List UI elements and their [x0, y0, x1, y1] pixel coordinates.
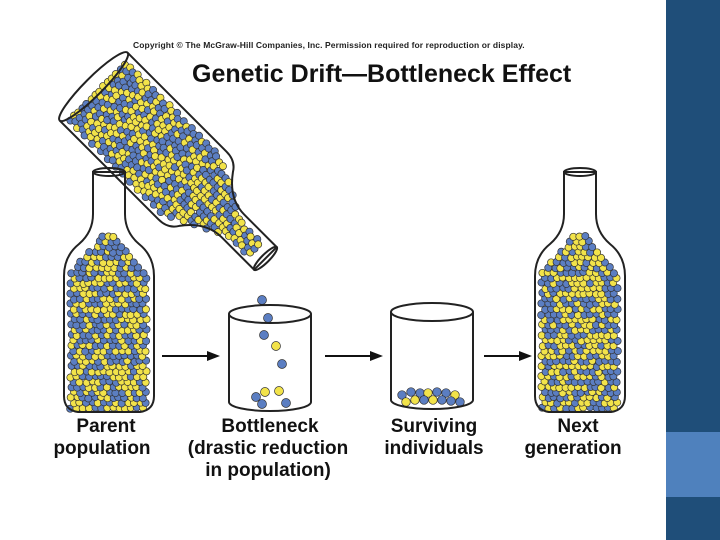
yellow-bead	[429, 396, 438, 405]
blue-bead	[260, 331, 269, 340]
blue-bead	[447, 397, 456, 406]
yellow-bead	[275, 387, 284, 396]
label-bottleneck-line3: in population)	[188, 460, 348, 482]
sidebar-accent-block	[666, 432, 720, 497]
yellow-bead	[142, 285, 149, 292]
label-bottleneck-line2: (drastic reduction	[168, 438, 368, 460]
blue-bead	[278, 360, 287, 369]
blue-bead	[582, 233, 589, 240]
yellow-bead	[411, 396, 420, 405]
yellow-bead	[402, 398, 411, 407]
blue-bead	[282, 399, 291, 408]
label-surviving-line1: Surviving	[372, 416, 496, 438]
copyright-notice: Copyright © The McGraw-Hill Companies, I…	[133, 40, 525, 50]
label-surviving-line2: individuals	[370, 438, 498, 460]
label-bottleneck-line1: Bottleneck	[200, 416, 340, 438]
label-next-line2: generation	[514, 438, 632, 460]
blue-bead	[433, 388, 442, 397]
blue-bead	[86, 249, 93, 256]
blue-bead	[610, 270, 617, 277]
blue-bead	[407, 388, 416, 397]
blue-bead	[438, 396, 447, 405]
label-parent-line1: Parent	[58, 416, 154, 438]
label-parent-line2: population	[42, 438, 162, 460]
yellow-bead	[261, 388, 270, 397]
label-next-line1: Next	[528, 416, 628, 438]
yellow-bead	[272, 342, 281, 351]
blue-bead	[140, 270, 147, 277]
blue-bead	[264, 314, 273, 323]
yellow-bead	[110, 233, 117, 240]
blue-bead	[258, 296, 267, 305]
blue-bead	[258, 400, 267, 409]
blue-bead	[420, 396, 429, 405]
diagram-title: Genetic Drift—Bottleneck Effect	[192, 60, 571, 89]
